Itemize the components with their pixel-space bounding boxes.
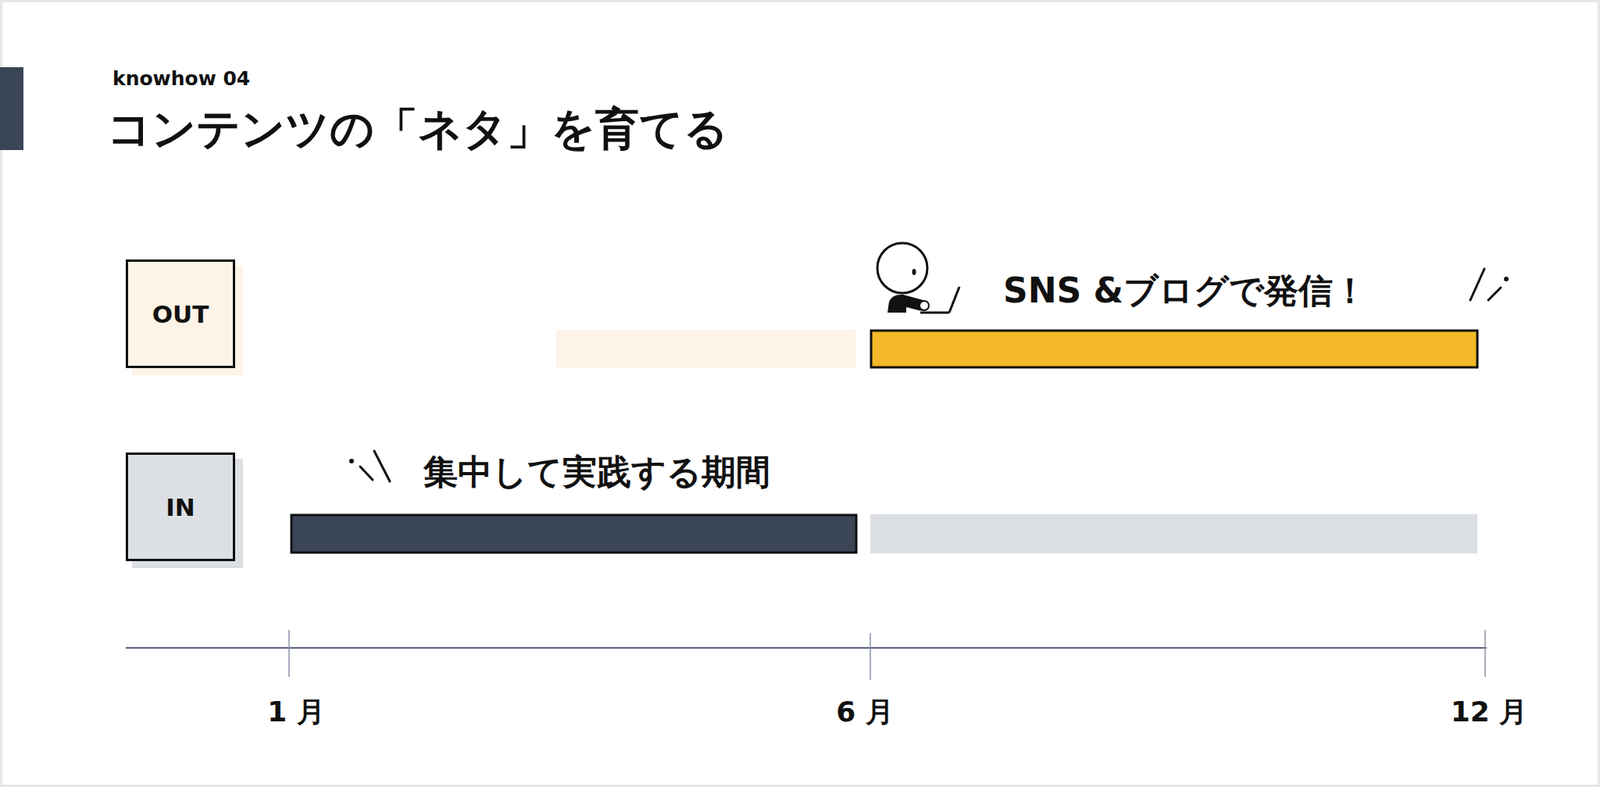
person-icon: [877, 242, 960, 313]
axis-tick: [869, 632, 872, 680]
phase-label: SNS &ブログで発信！: [1003, 267, 1368, 315]
month-label: 6 月: [835, 692, 894, 732]
axis-tick: [288, 629, 290, 677]
month-label: 1 月: [267, 692, 325, 732]
input-bar: [291, 514, 857, 553]
month-label: 12 月: [1450, 692, 1529, 732]
slide-title: コンテンツの「ネタ」を育てる: [107, 100, 729, 160]
output-bar: [871, 330, 1478, 368]
accent-bar: [0, 67, 24, 150]
plan-bar: [870, 514, 1478, 554]
label-box: OUT: [125, 259, 236, 368]
label-box: IN: [125, 452, 236, 561]
axis-tick: [1484, 629, 1486, 677]
section-number: knowhow 04: [112, 67, 250, 90]
time-axis: [125, 646, 1487, 649]
box-label: OUT: [152, 300, 210, 329]
phase-label: 集中して実践する期間: [423, 449, 771, 496]
spark-marks: [349, 268, 1509, 482]
box-label: IN: [165, 492, 195, 522]
plan-bar: [556, 329, 856, 368]
